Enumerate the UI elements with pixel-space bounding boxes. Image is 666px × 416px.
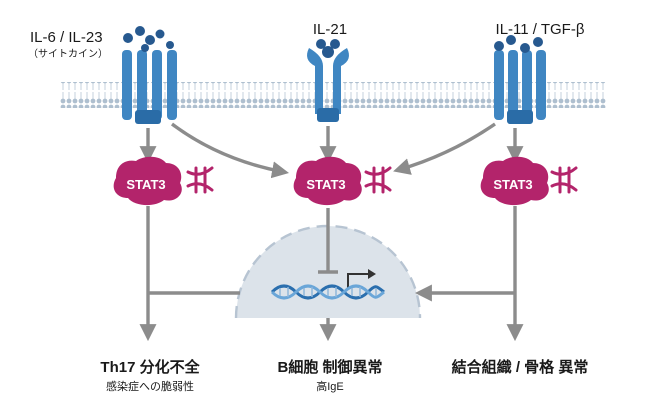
dna-helix (270, 284, 385, 300)
mutation-icon-right (550, 166, 578, 194)
stat3-node-right: STAT3 (480, 156, 549, 206)
receptor-il21 (307, 39, 349, 122)
transcription-start-arrow (347, 273, 370, 288)
mutation-icon-center (364, 166, 392, 194)
outcome-title-connective: 結合組織 / 骨格 異常 (452, 358, 589, 376)
receptor-title-il6-il23: IL-6 / IL-23 (30, 29, 103, 46)
receptor-il11-tgfb (494, 35, 546, 124)
stat3-node-center: STAT3 (293, 156, 362, 206)
outcome-subtitle-th17: 感染症への脆弱性 (106, 379, 194, 393)
signal-arrows (139, 122, 524, 179)
outcome-title-th17: Th17 分化不全 (100, 358, 200, 376)
mutation-icon-left (186, 166, 214, 194)
receptor-title-il11-tgfb: IL-11 / TGF-β (496, 21, 585, 38)
cytokine-ligands (123, 26, 174, 52)
outcome-arrows (139, 206, 524, 342)
inhibition-line (318, 208, 338, 274)
receptor-subtitle-il6-il23: （サイトカイン） (28, 48, 108, 60)
stat3-label-center: STAT3 (306, 177, 345, 192)
receptor-il6-il23 (122, 26, 177, 124)
outcome-title-bcell: B細胞 制御異常 (277, 358, 382, 376)
receptor-title-il21: IL-21 (313, 21, 347, 38)
stat3-node-left: STAT3 (113, 156, 182, 206)
outcome-subtitle-bcell: 高IgE (316, 379, 344, 393)
stat3-label-left: STAT3 (126, 177, 165, 192)
stat3-label-right: STAT3 (493, 177, 532, 192)
